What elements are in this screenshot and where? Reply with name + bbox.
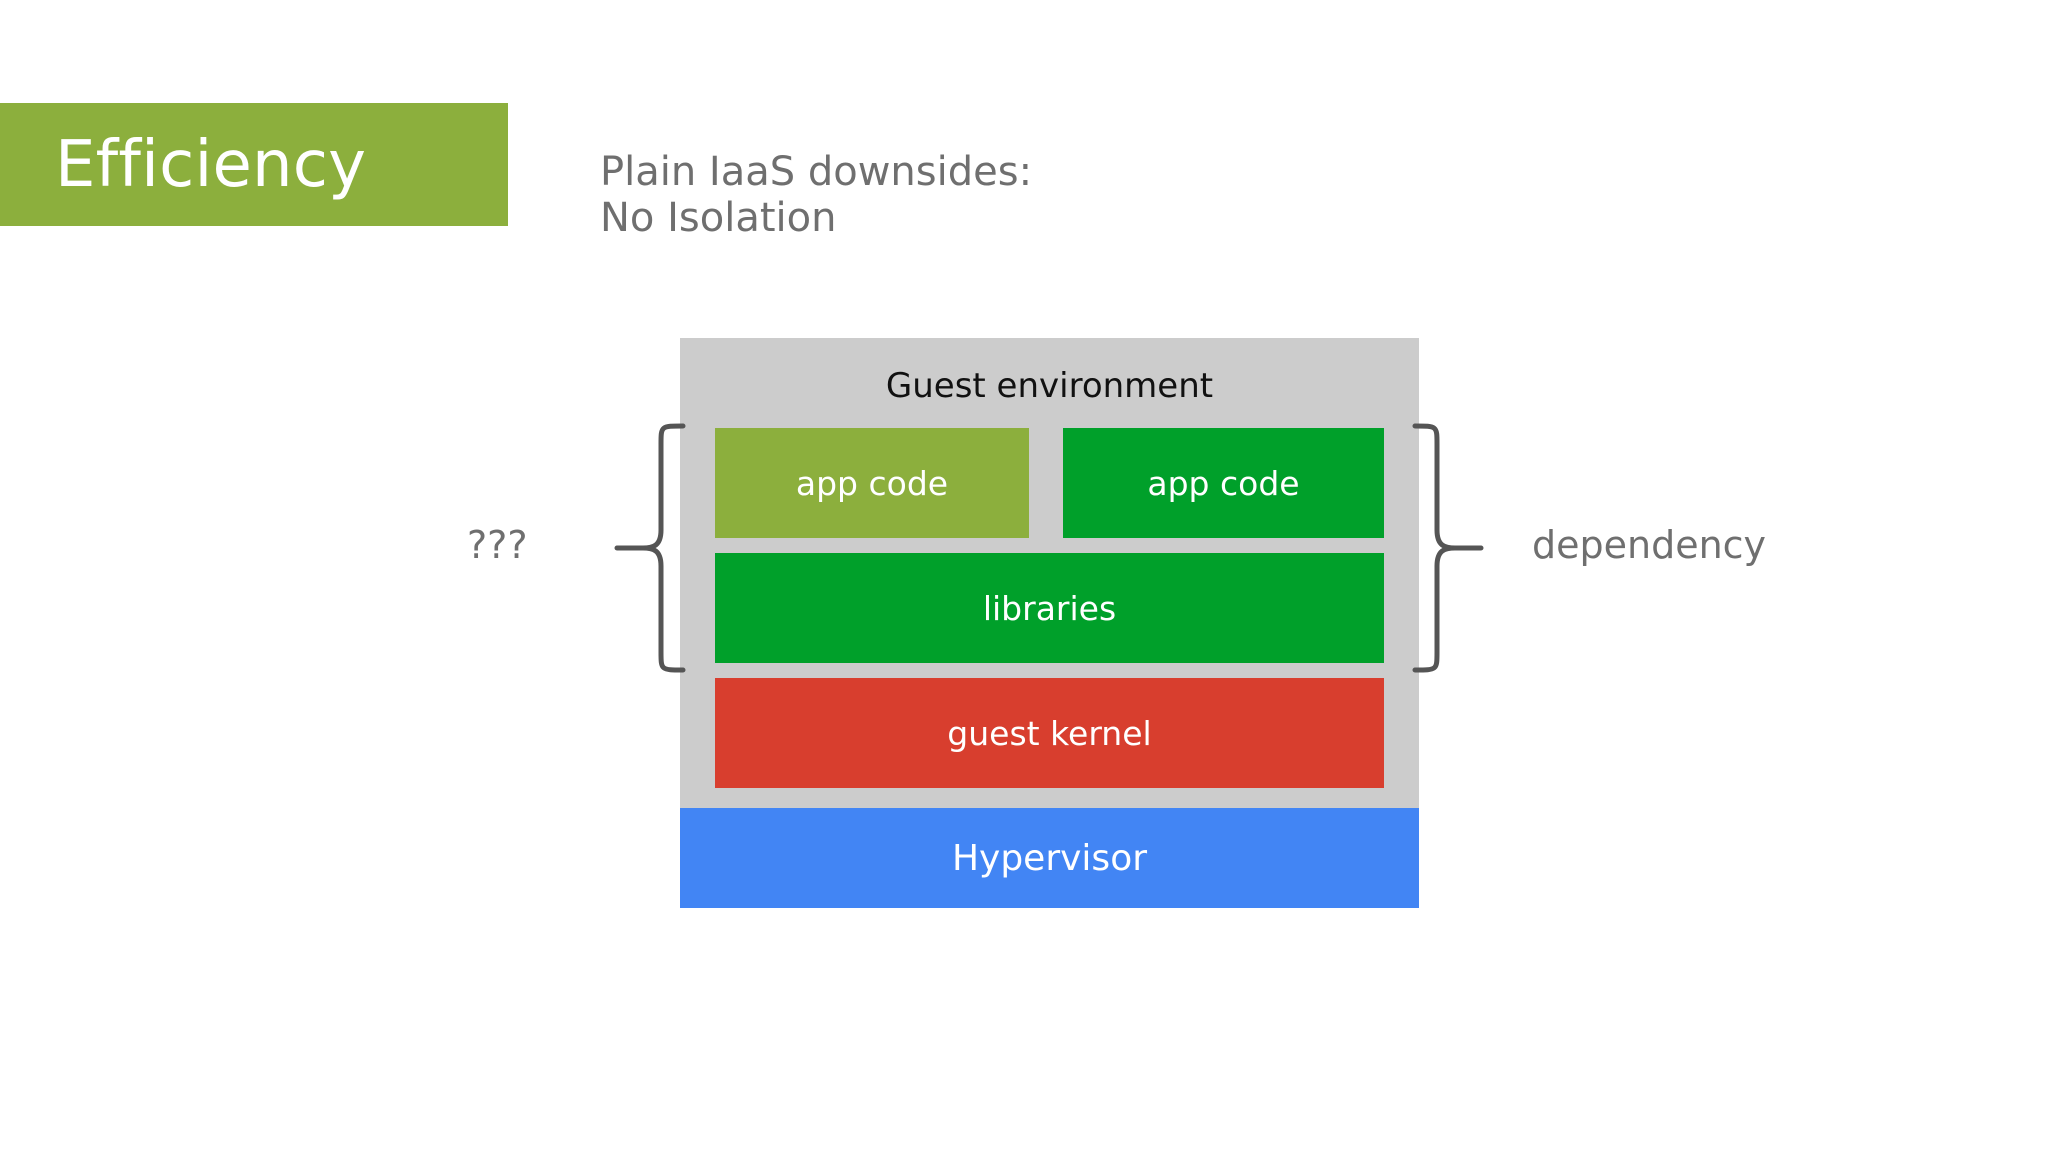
right-bracket-label: dependency bbox=[1532, 523, 1767, 567]
left-bracket-label: ??? bbox=[467, 523, 528, 567]
guest-environment-label: Guest environment bbox=[885, 366, 1214, 406]
right-curly-brace-icon bbox=[1412, 423, 1484, 673]
left-curly-brace-icon bbox=[614, 423, 686, 673]
layer-libraries-label: libraries bbox=[982, 588, 1117, 628]
layer-hypervisor-label: Hypervisor bbox=[951, 837, 1148, 879]
layer-app-code-left-label: app code bbox=[795, 463, 949, 503]
layer-guest-kernel-label: guest kernel bbox=[947, 713, 1152, 753]
layer-guest-kernel: guest kernel bbox=[715, 678, 1384, 788]
layer-libraries: libraries bbox=[715, 553, 1384, 663]
layer-app-code-left: app code bbox=[715, 428, 1029, 538]
slide-subtitle: Plain IaaS downsides: No Isolation bbox=[600, 149, 1033, 241]
guest-environment-container: Guest environment app code app code libr… bbox=[680, 338, 1419, 808]
subtitle-line-1: Plain IaaS downsides: bbox=[600, 149, 1033, 195]
layer-app-code-right: app code bbox=[1063, 428, 1384, 538]
architecture-diagram: Guest environment app code app code libr… bbox=[467, 338, 1766, 908]
page-title: Efficiency bbox=[55, 127, 367, 202]
layer-hypervisor: Hypervisor bbox=[680, 808, 1419, 908]
slide-title-banner: Efficiency bbox=[0, 103, 508, 226]
subtitle-line-2: No Isolation bbox=[600, 194, 837, 241]
layer-app-code-right-label: app code bbox=[1147, 463, 1300, 503]
